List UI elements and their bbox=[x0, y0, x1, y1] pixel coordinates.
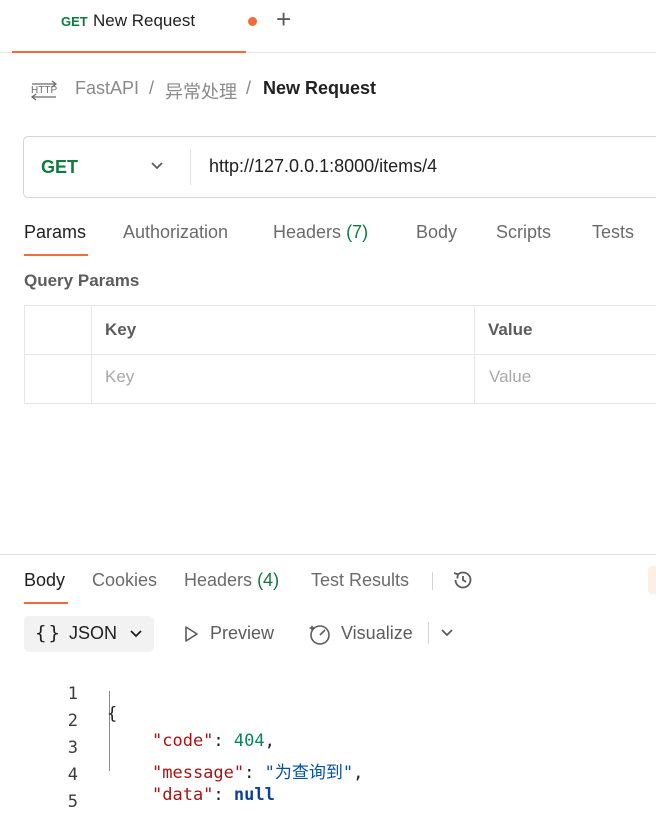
visualize-label: Visualize bbox=[341, 623, 413, 643]
json-colon: : bbox=[213, 731, 234, 751]
http-icon: HTTP bbox=[31, 80, 57, 101]
code-line: 5 } bbox=[0, 772, 656, 813]
code-line: 4 "data": null bbox=[0, 745, 656, 805]
request-tab[interactable]: GET New Request bbox=[12, 0, 257, 53]
json-comma: , bbox=[264, 731, 275, 751]
response-tab-cookies[interactable]: Cookies bbox=[92, 570, 157, 591]
play-icon bbox=[185, 626, 198, 642]
response-body-viewer[interactable]: 1 { 2 "code": 404, 3 "message": "为查询到", … bbox=[0, 664, 656, 813]
tab-label: Tests bbox=[592, 222, 635, 242]
line-number: 3 bbox=[67, 738, 78, 758]
json-key: "code" bbox=[152, 731, 214, 751]
response-tab-test-results[interactable]: Test Results bbox=[311, 570, 409, 591]
format-label: JSON bbox=[69, 623, 118, 643]
tab-authorization[interactable]: Authorization bbox=[123, 222, 228, 243]
tab-method-label: GET bbox=[61, 14, 88, 29]
url-divider bbox=[190, 149, 191, 185]
breadcrumb-folder[interactable]: 异常处理 bbox=[165, 82, 237, 102]
indent-guide bbox=[109, 691, 110, 771]
breadcrumb-separator: / bbox=[246, 78, 252, 98]
json-comma: , bbox=[353, 763, 364, 783]
tab-params[interactable]: Params bbox=[24, 222, 86, 243]
format-select[interactable]: {} JSON bbox=[24, 616, 154, 652]
response-status-badge bbox=[648, 566, 656, 594]
breadcrumb-separator: / bbox=[149, 78, 155, 98]
breadcrumb-collection[interactable]: FastAPI bbox=[75, 78, 140, 98]
query-params-title: Query Params bbox=[24, 271, 140, 290]
table-row-divider bbox=[25, 354, 656, 355]
response-tab-body[interactable]: Body bbox=[24, 570, 65, 591]
history-icon[interactable] bbox=[451, 568, 475, 592]
active-tab-indicator bbox=[24, 254, 88, 256]
query-params-table: Key Value Key Value bbox=[24, 305, 656, 404]
code-line: 2 "code": 404, bbox=[0, 691, 656, 751]
table-column-divider bbox=[91, 306, 92, 403]
json-value: 404 bbox=[233, 731, 265, 751]
json-colon: : bbox=[244, 763, 265, 783]
json-value: null bbox=[233, 785, 275, 805]
key-input[interactable]: Key bbox=[105, 367, 135, 386]
braces-icon: {} bbox=[35, 622, 62, 644]
response-tab-headers[interactable]: Headers (4) bbox=[184, 570, 279, 591]
tab-label: Headers bbox=[184, 570, 253, 590]
url-bar: GET bbox=[23, 136, 656, 198]
line-number: 1 bbox=[67, 684, 78, 704]
tab-label: Headers bbox=[273, 222, 342, 242]
line-number: 5 bbox=[67, 792, 78, 812]
chevron-down-icon[interactable] bbox=[439, 625, 455, 641]
open-brace: { bbox=[107, 704, 118, 724]
tab-label: Cookies bbox=[92, 570, 158, 590]
tab-scripts[interactable]: Scripts bbox=[496, 222, 551, 243]
tab-label: Body bbox=[416, 222, 458, 242]
json-value: "为查询到" bbox=[264, 763, 354, 783]
chevron-down-icon bbox=[151, 162, 163, 170]
tab-label: Body bbox=[24, 570, 66, 590]
json-key: "data" bbox=[152, 785, 214, 805]
table-column-divider bbox=[474, 306, 475, 403]
toolbar-divider bbox=[432, 572, 433, 590]
tab-headers[interactable]: Headers (7) bbox=[273, 222, 368, 243]
tab-body[interactable]: Body bbox=[416, 222, 457, 243]
json-colon: : bbox=[213, 785, 234, 805]
line-number: 2 bbox=[67, 711, 78, 731]
chevron-down-icon bbox=[130, 630, 142, 638]
active-tab-indicator bbox=[24, 602, 68, 604]
code-line: 3 "message": "为查询到", bbox=[0, 718, 656, 783]
tab-label: Test Results bbox=[311, 570, 410, 590]
json-key: "message" bbox=[152, 763, 245, 783]
tab-label: Scripts bbox=[496, 222, 552, 242]
tab-tests[interactable]: Tests bbox=[592, 222, 634, 243]
url-input[interactable] bbox=[209, 156, 639, 177]
svg-text:HTTP: HTTP bbox=[31, 85, 57, 96]
visualize-icon bbox=[309, 625, 330, 645]
new-tab-plus-icon[interactable]: + bbox=[276, 4, 292, 34]
tab-label: Authorization bbox=[123, 222, 229, 242]
toolbar-divider bbox=[428, 622, 429, 644]
request-tab-bar: GET New Request + bbox=[0, 0, 656, 53]
line-number: 4 bbox=[67, 765, 78, 785]
method-label: GET bbox=[41, 157, 79, 177]
preview-label: Preview bbox=[210, 623, 275, 643]
response-pane-divider[interactable] bbox=[0, 554, 656, 555]
tab-count: (4) bbox=[257, 570, 280, 590]
code-line: 1 { bbox=[0, 664, 656, 724]
tab-count: (7) bbox=[346, 222, 369, 242]
breadcrumb-current[interactable]: New Request bbox=[263, 78, 377, 98]
method-select[interactable]: GET bbox=[24, 137, 190, 197]
column-header-value: Value bbox=[488, 320, 533, 339]
tab-title: New Request bbox=[93, 11, 196, 30]
tab-label: Params bbox=[24, 222, 87, 242]
column-header-key: Key bbox=[105, 320, 137, 339]
value-input[interactable]: Value bbox=[489, 367, 532, 386]
unsaved-dot-icon bbox=[248, 17, 257, 26]
